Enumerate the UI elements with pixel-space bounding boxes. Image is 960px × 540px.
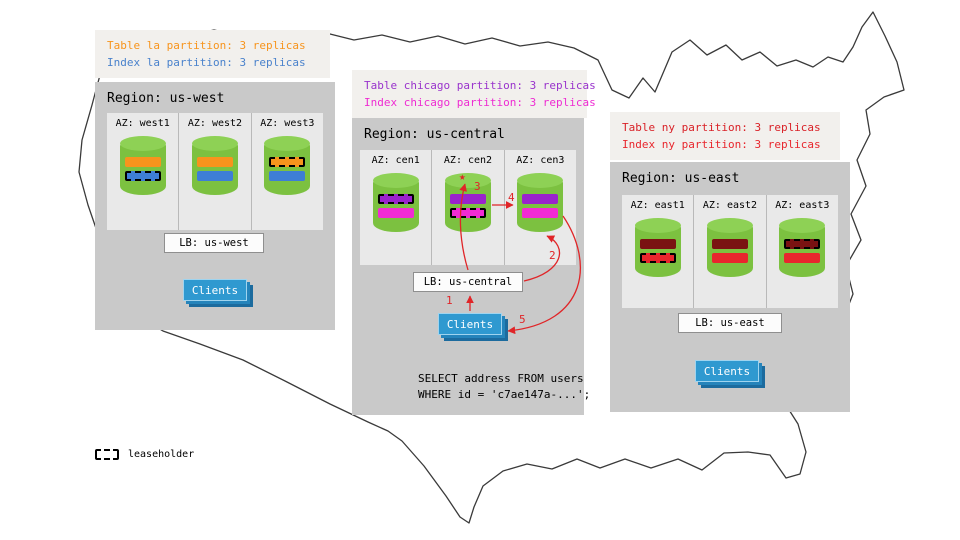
- load-balancer-us-east: LB: us-east: [678, 313, 782, 333]
- database-cylinder: [372, 173, 419, 232]
- az-east1: AZ: east1: [622, 195, 693, 308]
- az-label: AZ: east2: [702, 200, 758, 211]
- az-label: AZ: west1: [115, 118, 170, 129]
- region-title: Region: us-west: [107, 91, 225, 106]
- load-balancer-us-central: LB: us-central: [413, 272, 523, 292]
- legend-leaseholder: leaseholder: [95, 449, 194, 460]
- index-replica-stripe: [377, 208, 414, 218]
- table-replica-stripe: [377, 194, 414, 204]
- sql-line-2: WHERE id = 'c7ae147a-...';: [418, 388, 591, 401]
- az-label: AZ: cen1: [371, 155, 420, 166]
- table-replica-stripe: [196, 157, 233, 167]
- callout-us-west: Table la partition: 3 replicas Index la …: [95, 30, 330, 78]
- database-cylinder: [779, 218, 826, 277]
- az-panel: AZ: cen1 AZ: cen2 AZ: cen3: [360, 150, 576, 265]
- az-label: AZ: east1: [630, 200, 685, 211]
- az-label: AZ: west3: [260, 118, 315, 129]
- database-cylinder: [517, 173, 564, 232]
- table-replica-stripe: [124, 157, 161, 167]
- index-replica-stripe: [196, 171, 233, 181]
- az-cen2: AZ: cen2: [431, 150, 503, 265]
- callout-index-line: Index la partition: 3 replicas: [107, 56, 306, 69]
- callout-us-central: Table chicago partition: 3 replicas Inde…: [352, 70, 596, 118]
- database-cylinder: [634, 218, 681, 277]
- table-replica-stripe: [784, 239, 821, 249]
- index-replica-stripe: [522, 208, 559, 218]
- clients-node-us-east: Clients: [695, 360, 759, 382]
- callout-table-line: Table chicago partition: 3 replicas: [364, 79, 596, 92]
- callout-table-line: Table la partition: 3 replicas: [107, 39, 306, 52]
- az-cen1: AZ: cen1: [360, 150, 431, 265]
- az-cen3: AZ: cen3: [503, 150, 576, 265]
- index-replica-stripe: [639, 253, 676, 263]
- az-panel: AZ: east1 AZ: east2 AZ: east3: [622, 195, 838, 308]
- database-cylinder: [264, 136, 311, 195]
- legend-label: leaseholder: [128, 449, 195, 460]
- index-replica-stripe: [124, 171, 161, 181]
- callout-table-line: Table ny partition: 3 replicas: [622, 121, 821, 134]
- table-replica-stripe: [449, 194, 486, 204]
- az-label: AZ: cen2: [443, 155, 493, 166]
- region-us-east: Region: us-east AZ: east1 AZ: east2 AZ: …: [610, 162, 850, 412]
- region-us-central: Region: us-central AZ: cen1 AZ: cen2 AZ:…: [352, 118, 590, 415]
- az-east2: AZ: east2: [693, 195, 765, 308]
- clients-node-us-central: Clients: [438, 313, 502, 335]
- database-cylinder: [444, 173, 491, 232]
- az-west3: AZ: west3: [250, 113, 323, 230]
- clients-node-us-west: Clients: [183, 279, 247, 301]
- us-map-outline: [78, 11, 905, 524]
- load-balancer-us-west: LB: us-west: [164, 233, 264, 253]
- callout-index-line: Index ny partition: 3 replicas: [622, 138, 821, 151]
- leaseholder-swatch-icon: [95, 449, 119, 460]
- index-replica-stripe: [784, 253, 821, 263]
- callout-index-line: Index chicago partition: 3 replicas: [364, 96, 596, 109]
- az-panel: AZ: west1 AZ: west2 AZ: west3: [107, 113, 323, 230]
- az-label: AZ: cen3: [516, 155, 565, 166]
- database-cylinder: [119, 136, 166, 195]
- sql-line-1: SELECT address FROM users: [418, 372, 584, 385]
- az-label: AZ: east3: [775, 200, 830, 211]
- table-replica-stripe: [639, 239, 676, 249]
- index-replica-stripe: [269, 171, 306, 181]
- database-cylinder: [706, 218, 753, 277]
- database-cylinder: [191, 136, 238, 195]
- az-west2: AZ: west2: [178, 113, 250, 230]
- table-replica-stripe: [269, 157, 306, 167]
- region-title: Region: us-central: [364, 127, 505, 142]
- region-us-west: Region: us-west AZ: west1 AZ: west2 AZ: …: [95, 82, 335, 330]
- callout-us-east: Table ny partition: 3 replicas Index ny …: [610, 112, 840, 160]
- az-east3: AZ: east3: [765, 195, 838, 308]
- region-title: Region: us-east: [622, 171, 740, 186]
- table-replica-stripe: [711, 239, 748, 249]
- table-replica-stripe: [522, 194, 559, 204]
- index-replica-stripe: [711, 253, 748, 263]
- index-replica-stripe: [449, 208, 486, 218]
- az-west1: AZ: west1: [107, 113, 178, 230]
- az-label: AZ: west2: [187, 118, 243, 129]
